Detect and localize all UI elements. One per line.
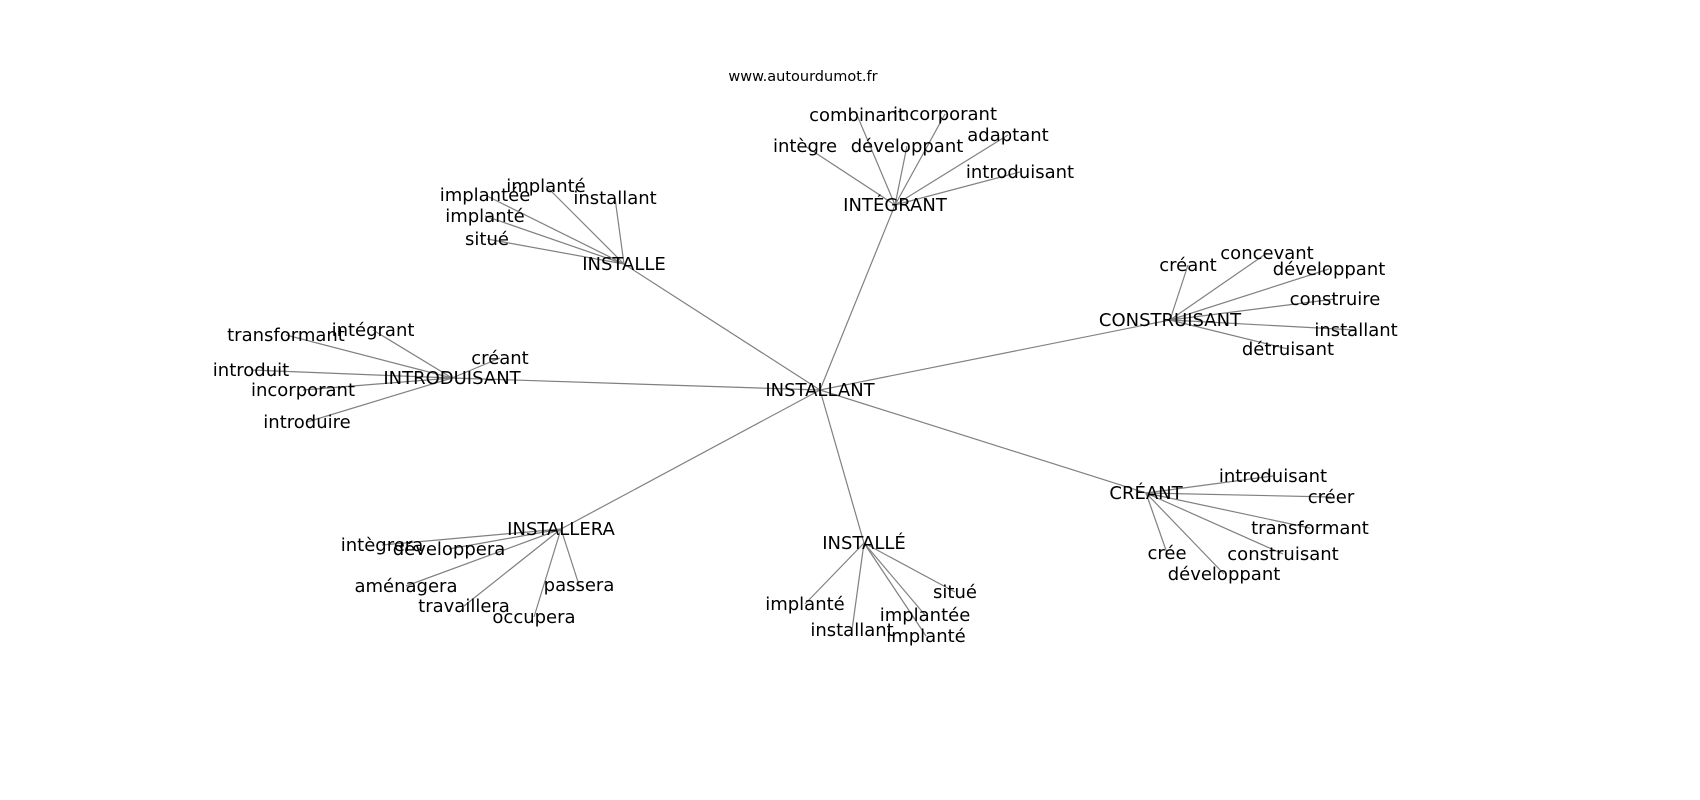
edge-hub-child	[894, 145, 908, 206]
edge-center-hub	[451, 377, 821, 391]
child-node-label: intègrera	[341, 535, 423, 556]
child-node-label: occupera	[492, 607, 575, 628]
child-node-label: introduire	[263, 412, 350, 433]
edge-hub-child	[1145, 492, 1168, 554]
edge-hub-child	[894, 171, 1021, 206]
edge-hub-child	[372, 329, 453, 379]
child-node-label: détruisant	[1242, 339, 1334, 360]
child-node-label: introduisant	[966, 162, 1074, 183]
edge-hub-child	[302, 377, 453, 391]
edge-hub-child	[1145, 492, 1311, 529]
child-node-label: introduit	[213, 360, 289, 381]
child-node-label: développera	[393, 539, 506, 560]
child-node-label: incorporant	[251, 380, 355, 401]
edge-hub-child	[381, 528, 562, 546]
edge-hub-child	[448, 528, 562, 550]
child-node-label: installant	[810, 620, 893, 641]
child-node-label: implanté	[506, 176, 586, 197]
edge-hub-child	[484, 194, 625, 265]
edge-hub-child	[285, 334, 453, 379]
child-node-label: construisant	[1227, 544, 1338, 565]
child-node-label: implantée	[440, 185, 531, 206]
hub-node-label: INSTALLERA	[507, 519, 615, 540]
child-node-label: incorporant	[893, 104, 997, 125]
edge-hub-child	[856, 114, 896, 206]
edge-hub-child	[1145, 492, 1284, 555]
edge-hub-child	[863, 542, 956, 593]
edge-hub-child	[484, 215, 625, 265]
edge-center-hub	[819, 389, 865, 544]
child-node-label: situé	[933, 582, 977, 603]
edge-hub-child	[1169, 268, 1330, 321]
edge-hub-child	[306, 377, 453, 423]
edge-hub-child	[1169, 252, 1268, 321]
child-node-label: transformant	[227, 325, 345, 346]
child-node-label: créant	[471, 348, 528, 369]
child-node-label: adaptant	[967, 125, 1048, 146]
hub-node-label: CRÉANT	[1109, 482, 1183, 504]
child-node-label: intègre	[773, 136, 837, 157]
edge-hub-child	[894, 113, 946, 206]
hub-node-label: INTRODUISANT	[383, 368, 521, 389]
hub-node-label: INSTALLÉ	[822, 532, 906, 554]
edge-hub-child	[614, 197, 625, 265]
edge-hub-child	[863, 542, 927, 637]
child-node-label: crée	[1147, 543, 1186, 564]
edge-hub-child	[533, 528, 562, 618]
child-node-label: concevant	[1220, 243, 1313, 264]
edge-hub-child	[1145, 492, 1332, 498]
edge-hub-child	[451, 357, 501, 379]
edge-hub-child	[1169, 264, 1189, 321]
edge-hub-child	[894, 134, 1009, 206]
child-node-label: développant	[851, 136, 964, 157]
edge-hub-child	[463, 528, 562, 607]
child-node-label: implanté	[886, 626, 966, 647]
child-node-label: transformant	[1251, 518, 1369, 539]
edge-hub-child	[1169, 319, 1289, 350]
edge-hub-child	[560, 528, 580, 586]
edge-hub-child	[1169, 298, 1336, 321]
child-node-label: situé	[465, 229, 509, 250]
child-node-label: créant	[1159, 255, 1216, 276]
child-node-label: implanté	[445, 206, 525, 227]
child-node-label: implantée	[880, 605, 971, 626]
child-node-label: installant	[573, 188, 656, 209]
edge-hub-child	[545, 185, 625, 265]
child-node-label: combinant	[809, 105, 905, 126]
edge-hub-child	[1169, 319, 1357, 331]
hub-node-label: CONSTRUISANT	[1099, 310, 1242, 331]
center-node-label: INSTALLANT	[765, 380, 875, 401]
edge-center-hub	[623, 263, 821, 391]
edge-hub-child	[851, 542, 865, 631]
child-node-label: développant	[1273, 259, 1386, 280]
child-node-label: travaillera	[418, 596, 510, 617]
edge-center-hub	[819, 204, 896, 391]
child-node-label: aménagera	[354, 576, 457, 597]
edge-hub-child	[804, 145, 896, 206]
edge-hub-child	[863, 542, 926, 616]
edge-hub-child	[250, 369, 453, 379]
child-node-label: introduisant	[1219, 466, 1327, 487]
edge-hub-child	[804, 542, 865, 605]
child-node-label: intégrant	[332, 320, 415, 341]
child-node-label: implanté	[765, 594, 845, 615]
edge-hub-child	[486, 238, 625, 265]
child-node-label: installant	[1314, 320, 1397, 341]
edge-center-hub	[819, 389, 1147, 494]
hub-node-label: INTÉGRANT	[843, 194, 948, 216]
child-node-label: construire	[1290, 289, 1381, 310]
edge-hub-child	[1145, 492, 1225, 575]
child-node-label: développant	[1168, 564, 1281, 585]
child-node-label: créer	[1308, 487, 1355, 508]
site-title: www.autourdumot.fr	[728, 69, 877, 85]
edges	[250, 113, 1357, 637]
edge-hub-child	[1145, 475, 1274, 494]
child-node-label: passera	[544, 575, 615, 596]
edge-hub-child	[405, 528, 562, 587]
hub-node-label: INSTALLE	[582, 254, 666, 275]
edge-center-hub	[819, 319, 1171, 391]
edge-center-hub	[560, 389, 821, 530]
